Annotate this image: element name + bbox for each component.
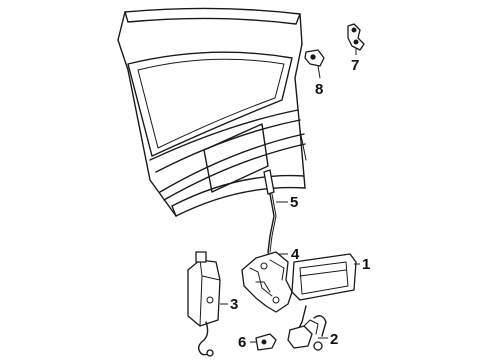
callout-5: 5 <box>290 194 298 211</box>
callout-2: 2 <box>330 331 338 348</box>
part-7-bracket <box>347 23 365 55</box>
part-3-actuator <box>187 251 228 357</box>
callout-3: 3 <box>230 296 238 313</box>
liftgate-assembly <box>117 7 307 217</box>
part-6-clip <box>250 333 277 351</box>
callout-4: 4 <box>291 246 300 263</box>
callout-8: 8 <box>315 81 323 98</box>
callout-7: 7 <box>351 57 359 74</box>
part-1-handle <box>291 253 360 301</box>
part-4-latch <box>241 251 293 313</box>
callout-6: 6 <box>238 334 246 351</box>
callout-1: 1 <box>362 256 370 273</box>
part-5-rod <box>263 169 288 265</box>
part-8-striker <box>304 49 325 79</box>
part-2-linkage <box>287 305 328 351</box>
